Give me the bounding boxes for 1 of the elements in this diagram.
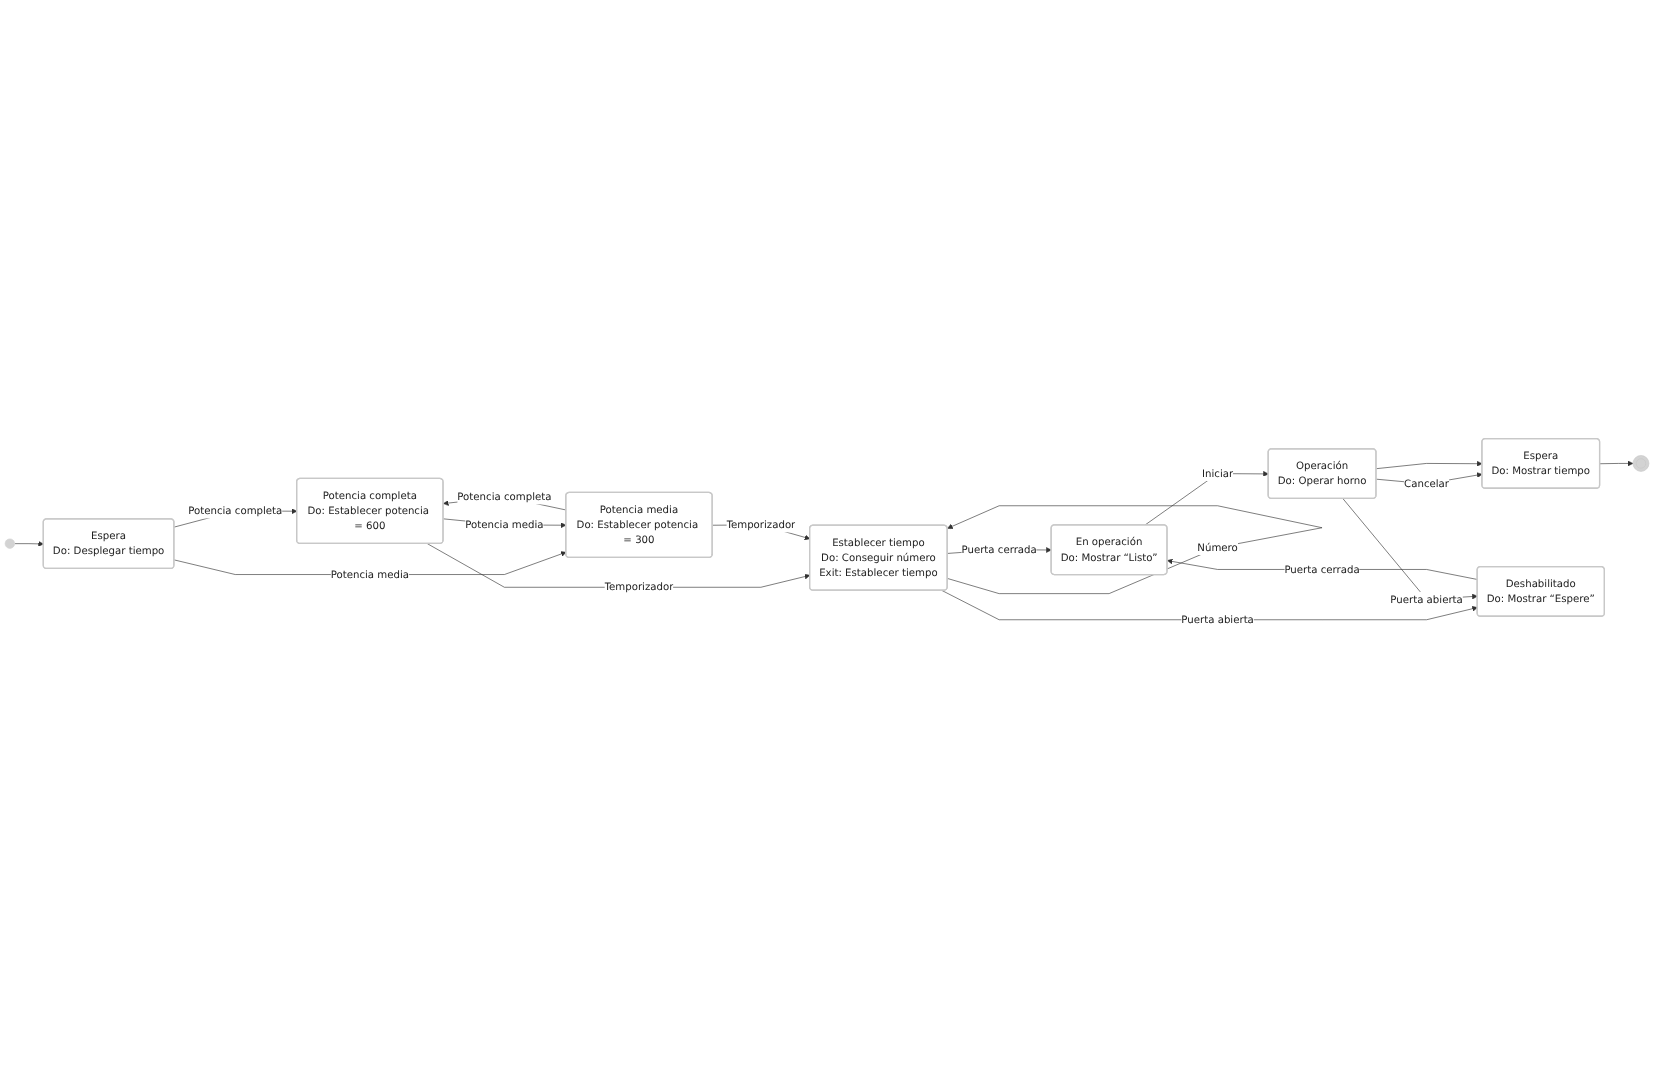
node-circle	[4, 538, 15, 549]
